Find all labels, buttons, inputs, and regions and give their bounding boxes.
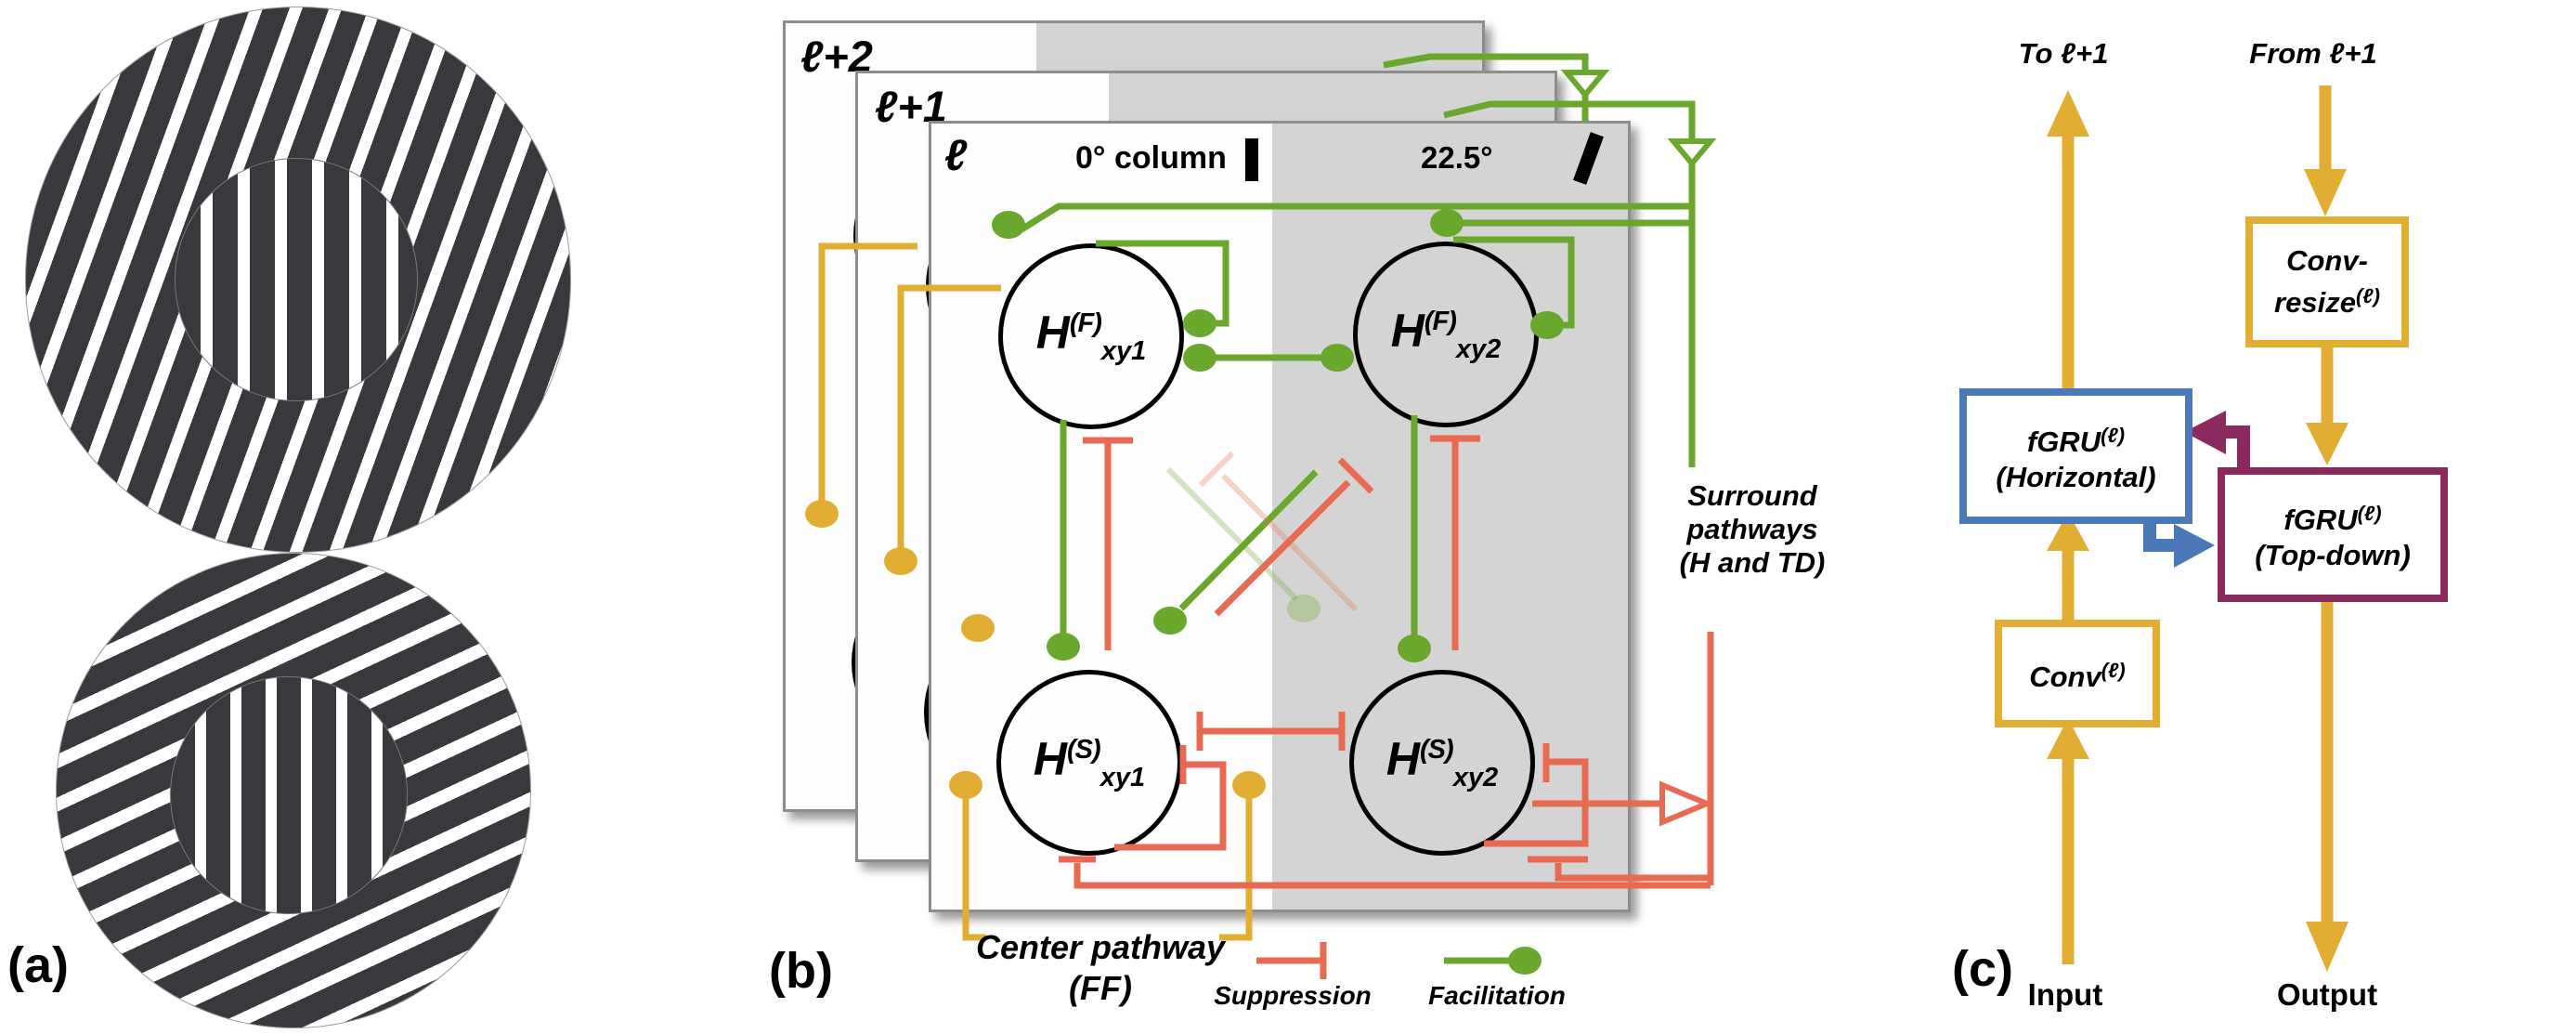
vertical-orientation-bar-icon (1245, 138, 1258, 181)
arrowhead-up-icon (2047, 90, 2089, 137)
conv-resize-box: Conv- resize(ℓ) (2245, 216, 2409, 347)
open-triangle-arrow-icon (1560, 70, 1610, 99)
open-triangle-arrow-icon (1659, 780, 1714, 827)
panel-a-caption: (a) (7, 937, 69, 993)
legend-facilitation-label: Facilitation (1428, 981, 1566, 1010)
input-label: Input (2027, 977, 2103, 1012)
bottom-stimulus-center-grating (170, 676, 408, 914)
arrowhead-down-icon (2306, 423, 2348, 465)
from-upper-layer-label: From ℓ+1 (2249, 37, 2377, 70)
unit-hf-xy1: H(F)xy1 (998, 243, 1184, 429)
conv-box: Conv(ℓ) (1995, 620, 2160, 727)
fgru-topdown-box: fGRU(ℓ) (Top-down) (2218, 467, 2448, 602)
output-label: Output (2276, 977, 2378, 1012)
layer-label-l: ℓ (944, 130, 968, 179)
column-22-label: 22.5° (1421, 140, 1493, 175)
arrowhead-down-icon (2306, 922, 2348, 972)
topdown-to-horizontal-elbow (2221, 425, 2250, 467)
unit-hs-xy1: H(S)xy1 (996, 670, 1182, 856)
legend-facilitation-dot (1508, 947, 1542, 975)
surround-pathways-label: Surround pathways (H and TD) (1679, 479, 1826, 579)
column-0-label: 0° column (1075, 140, 1227, 176)
top-stimulus-center-grating (175, 158, 418, 401)
center-pathway-label: Center pathway (FF) (975, 928, 1226, 1007)
panel-c-caption: (c) (1952, 941, 2013, 997)
arrowhead-right-icon (2174, 524, 2215, 568)
to-upper-layer-label: To ℓ+1 (2018, 37, 2109, 70)
arrowhead-down-icon (2304, 169, 2347, 216)
panel-b-caption: (b) (769, 943, 833, 999)
unit-hf-xy2: H(F)xy2 (1353, 242, 1539, 427)
legend-suppression-label: Suppression (1214, 981, 1372, 1010)
open-triangle-arrow-icon (1667, 138, 1717, 168)
fgru-horizontal-box: fGRU(ℓ) (Horizontal) (1959, 388, 2192, 524)
unit-hs-xy2: H(S)xy2 (1349, 670, 1535, 856)
